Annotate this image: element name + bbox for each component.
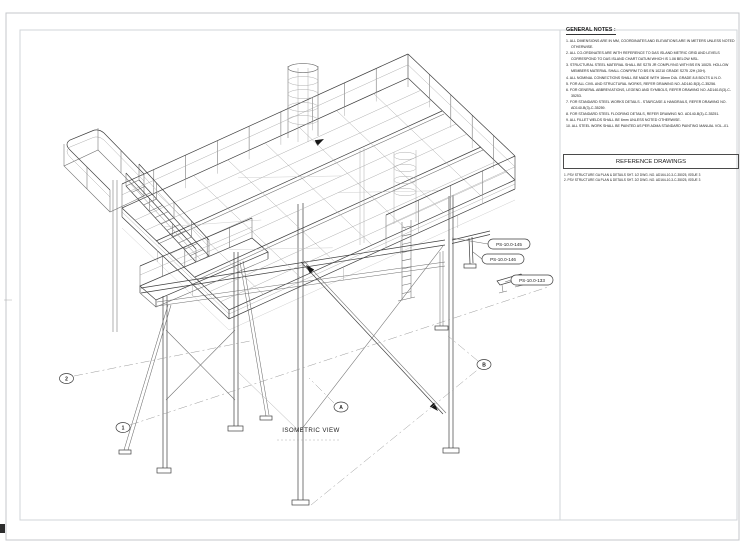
caged-ladder-top — [287, 66, 319, 142]
tag-callouts: PS-10.0-145 PS-10.0-146 PS-10.0-133 — [451, 237, 554, 286]
grid-bubble-label: 2 — [65, 377, 68, 383]
platform-deck — [121, 77, 516, 331]
grid-bubble-label: A — [339, 405, 343, 411]
diagonal-braces — [237, 139, 447, 431]
caged-ladder-right — [393, 150, 417, 302]
tag-ps-10-0-133 — [510, 274, 554, 286]
tag-ps-10-0-145 — [487, 238, 531, 250]
grid-bubble-label: B — [482, 363, 486, 369]
mid-level-beams — [140, 239, 446, 307]
view-title: ISOMETRIC VIEW — [282, 427, 340, 434]
grid-bubble-a — [333, 401, 349, 413]
general-note: 2. ALL CO-ORDINATES ARE WITH REFERENCE T… — [566, 51, 720, 62]
base-plate — [442, 447, 460, 454]
grid-lines — [73, 286, 549, 506]
reference-drawing-item: 1. PSV STRUCTURE GA PLAN & DETAILS SHT. … — [564, 173, 701, 177]
brace-arrow — [306, 265, 315, 274]
reference-drawings-list: 1. PSV STRUCTURE GA PLAN & DETAILS SHT. … — [564, 173, 737, 183]
base-plate — [227, 425, 244, 432]
general-note: 7. FOR STANDARD STEEL WORKS DETAILS - ST… — [566, 99, 727, 111]
base-plate — [259, 415, 273, 421]
reference-drawings-title: REFERENCE DRAWINGS — [615, 158, 687, 165]
base-plate — [118, 449, 132, 455]
grid-bubbles: 2 1 A B — [59, 359, 492, 433]
general-notes-list: 1. ALL DIMENSIONS ARE IN MM, COORDINATES… — [566, 38, 736, 129]
base-plate — [463, 263, 477, 269]
tag-label: PS-10.0-146 — [490, 257, 516, 262]
grid-bubble-2 — [59, 373, 74, 384]
general-note: 5. FOR ALL CIVIL AND STRUCTURAL WORKS, R… — [566, 81, 717, 86]
general-note: 1. ALL DIMENSIONS ARE IN MM, COORDINATES… — [566, 39, 735, 50]
goalpost-support — [451, 230, 491, 269]
general-note: 8. FOR STANDARD STEEL FLOORING DETAILS, … — [566, 112, 720, 117]
general-notes-title: GENERAL NOTES : — [566, 27, 616, 35]
general-note: 4. ALL NOMINAL CONNECTIONS SHALL BE MADE… — [566, 75, 722, 80]
sheet-frame — [0, 12, 740, 541]
tag-label: PS-10.0-133 — [519, 278, 545, 283]
general-note: 9. ALL FILLET WELDS SHALL BE 6mm UNLESS … — [566, 118, 681, 123]
grid-bubble-label: 1 — [122, 426, 125, 432]
general-note: 10. ALL STEEL WORK SHALL BE PAINTED AS P… — [566, 124, 730, 129]
tag-ps-10-0-146 — [481, 253, 525, 265]
upper-extension-platform — [63, 128, 145, 213]
grid-bubble-b — [476, 359, 492, 370]
base-plate — [156, 467, 172, 474]
sheet-edge-mark — [0, 524, 5, 533]
base-plate — [291, 499, 310, 506]
grid-bubble-1 — [115, 422, 131, 433]
general-note: 3. STRUCTURAL STEEL MATERIAL SHALL BE S2… — [566, 63, 729, 74]
landing-legs — [118, 252, 273, 474]
general-note: 6. FOR GENERAL ABBREVIATIONS, LEGEND AND… — [566, 87, 732, 98]
tag-label: PS-10.0-145 — [496, 242, 522, 247]
stair-landing — [139, 237, 269, 308]
wireframe-generated — [121, 53, 516, 303]
reference-drawings-box: REFERENCE DRAWINGS — [563, 154, 739, 169]
columns — [112, 148, 460, 506]
base-plate — [434, 325, 449, 331]
brace-arrow — [429, 402, 438, 411]
reference-drawing-item: 2. PSV STRUCTURE GA PLAN & DETAILS SHT. … — [564, 177, 701, 182]
brace-arrow — [314, 139, 324, 146]
